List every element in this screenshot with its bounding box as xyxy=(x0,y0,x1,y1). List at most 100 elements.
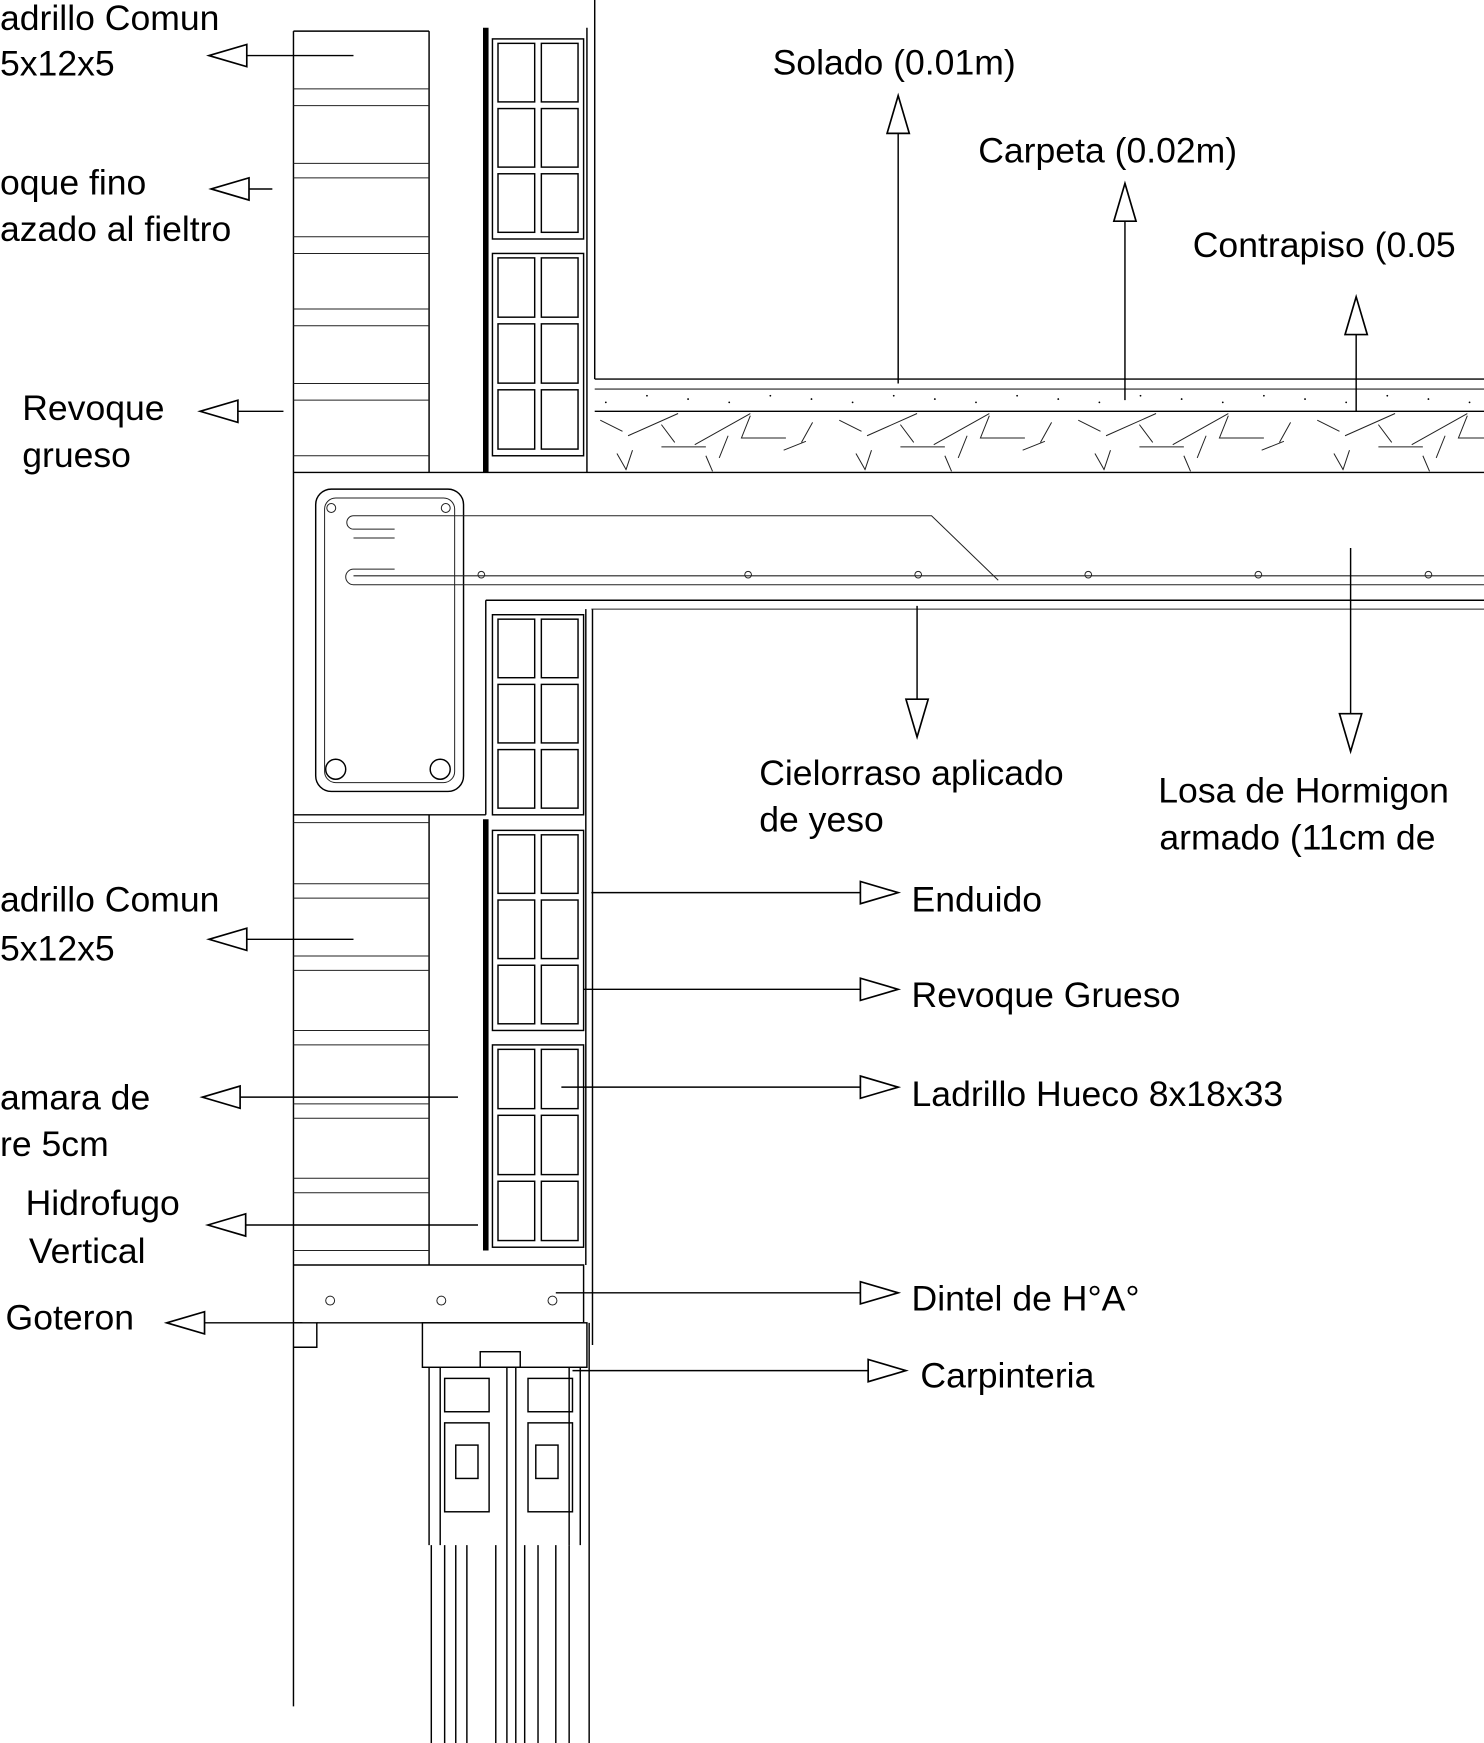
hollow-brick xyxy=(491,829,585,1032)
stirrup-inner xyxy=(324,497,456,784)
label-enduido: Enduido xyxy=(912,880,1043,920)
label-cielorraso-2: de yeso xyxy=(759,799,884,839)
label-camara-aire-2: re 5cm xyxy=(0,1124,109,1164)
carpeta-sand-dot xyxy=(728,401,731,404)
hollow-brick-cell xyxy=(497,323,536,384)
hollow-brick-cell xyxy=(540,899,579,960)
label-camara-aire-1: amara de xyxy=(0,1077,150,1117)
carpeta-sand-dot xyxy=(851,401,854,404)
label-revoque-grueso-1: Revoque xyxy=(22,388,164,428)
carpeta-sand-dot xyxy=(1139,394,1142,397)
slab-rebar xyxy=(1084,570,1093,579)
contrapiso-aggregate-hatch xyxy=(600,413,814,472)
carpeta-sand-dot xyxy=(646,394,648,397)
label-dintel: Dintel de H°A° xyxy=(912,1279,1140,1319)
label-revoque-fino-1: oque fino xyxy=(0,163,146,203)
hollow-brick-cell xyxy=(497,107,536,168)
carpeta-sand-dot xyxy=(1057,398,1060,400)
dintel-rebar xyxy=(547,1295,558,1306)
slab-rebar xyxy=(744,570,752,579)
dintel-outline xyxy=(293,1264,585,1348)
carpeta-sand-dot xyxy=(604,401,607,404)
hollow-brick xyxy=(491,38,585,240)
leader-arrow-head-icon xyxy=(859,1280,902,1306)
hollow-brick-cell xyxy=(540,42,579,103)
hollow-brick-cell xyxy=(540,107,579,168)
dintel-rebar xyxy=(436,1295,447,1306)
slab-rebar xyxy=(477,570,486,579)
drawing-geometry xyxy=(163,0,1484,1743)
carpeta-sand-dot xyxy=(1468,401,1471,404)
hollow-brick-cell xyxy=(497,389,536,450)
leader-arrow-head-icon xyxy=(859,880,902,905)
hollow-brick-cell xyxy=(540,1180,579,1242)
rebar-bottom-left xyxy=(324,758,347,780)
stirrup-outer xyxy=(314,488,465,793)
carpeta-sand-dot xyxy=(933,398,936,400)
hollow-brick xyxy=(491,1044,585,1248)
hollow-brick-cell xyxy=(540,748,579,809)
hollow-brick xyxy=(491,613,585,816)
leader-arrow-head-icon xyxy=(1112,180,1138,223)
hollow-brick-cell xyxy=(540,1114,579,1176)
hollow-brick xyxy=(491,252,585,457)
label-ladrillo-comun-top-2: 5x12x5 xyxy=(0,44,115,84)
labels: adrillo Comun 5x12x5 oque fino azado al … xyxy=(0,0,1456,1395)
carpeta-sand-dot xyxy=(687,398,689,400)
carpeta-sand-dot xyxy=(1221,401,1224,404)
rebar-top-left xyxy=(326,503,337,513)
leader-arrow-head-icon xyxy=(206,43,248,68)
hollow-brick-cell xyxy=(497,964,536,1025)
label-hidrofugo-2: Vertical xyxy=(29,1231,146,1271)
contrapiso-aggregate-hatch xyxy=(1317,413,1484,472)
contrapiso-aggregate-hatch xyxy=(839,413,1053,472)
carpeta-sand-dot xyxy=(1016,394,1019,397)
hollow-brick-cell xyxy=(497,173,536,234)
carpeta-sand-dot xyxy=(1427,398,1430,400)
hollow-brick-cell xyxy=(540,323,579,384)
dintel-rebar xyxy=(325,1295,336,1306)
carpeta-sand-dot xyxy=(1180,398,1183,400)
leader-arrow-head-icon xyxy=(208,176,250,202)
carpeta-sand-dot xyxy=(1098,401,1101,404)
leader-arrow-head-icon xyxy=(197,399,239,424)
hollow-brick-cell xyxy=(540,618,579,679)
carpeta-sand-dot xyxy=(1304,398,1306,400)
hollow-brick-cell xyxy=(540,834,579,895)
carpeta-sand-dot xyxy=(892,394,895,397)
label-hidrofugo-1: Hidrofugo xyxy=(26,1183,180,1223)
hollow-brick-cell xyxy=(497,683,536,744)
leader-arrow-head-icon xyxy=(904,698,930,740)
window-frame xyxy=(421,1322,590,1743)
slab-rebar xyxy=(1254,570,1263,579)
label-revoque-grueso-right: Revoque Grueso xyxy=(912,975,1181,1015)
label-carpeta: Carpeta (0.02m) xyxy=(978,130,1237,170)
label-ladrillo-comun-top-1: adrillo Comun xyxy=(0,0,219,38)
label-revoque-grueso-2: grueso xyxy=(22,435,131,475)
contrapiso-aggregate-hatch xyxy=(1078,413,1292,472)
leader-arrow-head-icon xyxy=(163,1310,206,1336)
leader-arrow-head-icon xyxy=(199,1084,241,1110)
carpeta-sand-dot xyxy=(810,398,813,400)
hollow-brick-cell xyxy=(540,257,579,318)
hollow-brick-cell xyxy=(540,964,579,1025)
slab-rebar xyxy=(914,570,923,579)
leader-arrow-head-icon xyxy=(1343,293,1369,336)
leader-arrow-head-icon xyxy=(859,977,902,1002)
hollow-brick-cell xyxy=(540,1048,579,1110)
leader-arrow-head-icon xyxy=(867,1358,909,1383)
carpeta-sand-dot xyxy=(1386,394,1389,397)
label-ladrillo-comun-bottom-1: adrillo Comun xyxy=(0,880,219,920)
hollow-brick-cell xyxy=(497,1048,536,1110)
label-goteron: Goteron xyxy=(6,1297,134,1337)
leader-arrow-head-icon xyxy=(859,1074,902,1100)
hollow-brick-cell xyxy=(497,618,536,679)
bottom-rebar xyxy=(345,568,1484,586)
label-revoque-fino-2: azado al fieltro xyxy=(0,209,231,249)
label-losa-1: Losa de Hormigon xyxy=(1158,771,1449,811)
hollow-brick-cell xyxy=(497,1180,536,1242)
leader-arrow-head-icon xyxy=(206,927,248,952)
leader-arrow-head-icon xyxy=(1338,712,1363,755)
